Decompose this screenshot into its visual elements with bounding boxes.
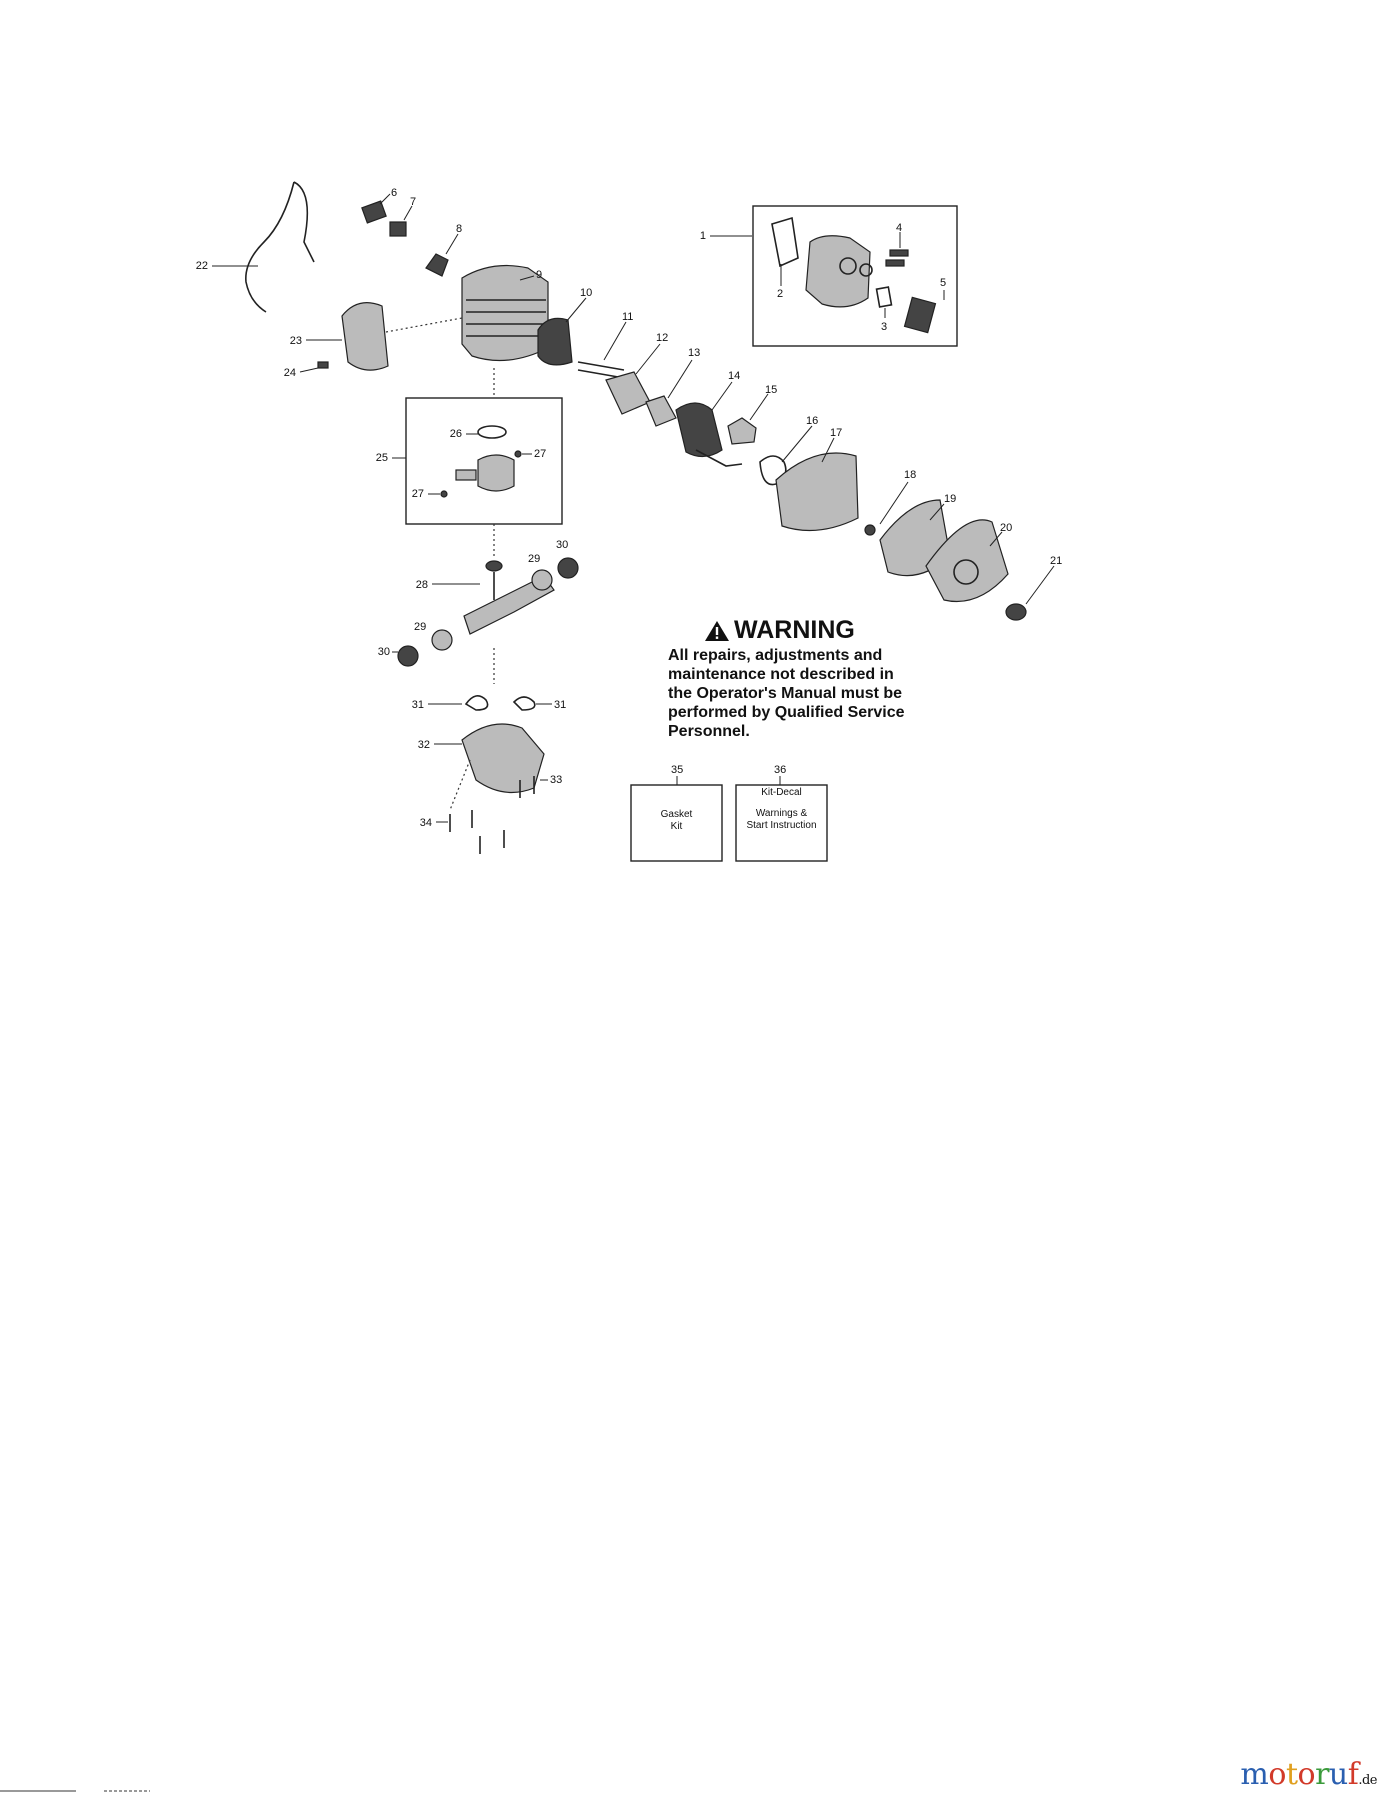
carb-bolts-part xyxy=(577,361,625,379)
callout-29a: 29 xyxy=(528,553,540,565)
callout-11: 11 xyxy=(622,311,633,323)
callout-32: 32 xyxy=(418,739,430,751)
crankshaft-bearing-part xyxy=(531,569,553,591)
callout-34: 34 xyxy=(420,817,432,829)
callout-12: 12 xyxy=(656,332,668,344)
decal-kit-line1: Warnings & xyxy=(755,808,808,819)
decal-kit-box xyxy=(735,784,828,862)
crankshaft-seal-part xyxy=(557,557,579,579)
footer-rule xyxy=(0,1787,160,1796)
crankcase-part xyxy=(461,723,545,794)
callout-28: 28 xyxy=(416,579,428,591)
warning-title-text: WARNING xyxy=(734,616,855,644)
callout-8: 8 xyxy=(456,223,462,235)
cover-knob-part xyxy=(1005,603,1027,621)
logo-name: motoruf xyxy=(1240,1757,1359,1792)
callout-29b: 29 xyxy=(414,621,426,633)
callout-13: 13 xyxy=(688,347,700,359)
callout-6: 6 xyxy=(391,187,397,199)
warning-line: performed by Qualified Service xyxy=(668,704,905,721)
carburetor-part xyxy=(675,402,723,458)
gasket-kit-line1: Gasket xyxy=(660,809,693,820)
callout-18: 18 xyxy=(904,469,916,481)
ignition-module-part xyxy=(341,302,389,371)
gasket-kit-line2: Kit xyxy=(670,821,683,832)
decal-kit-header: Kit-Decal xyxy=(761,787,802,798)
callout-3: 3 xyxy=(881,321,887,333)
muffler-gasket-part xyxy=(875,286,893,308)
logo-tld: .de xyxy=(1358,1773,1377,1788)
callout-21: 21 xyxy=(1050,555,1062,567)
air-filter-nut-part xyxy=(864,524,876,536)
callout-17: 17 xyxy=(830,427,842,439)
callout-36: 36 xyxy=(774,764,786,776)
intake-boot-part xyxy=(537,317,573,366)
air-box-part xyxy=(775,452,859,532)
callout-4: 4 xyxy=(896,222,902,234)
warning-title: WARNING xyxy=(704,616,968,645)
muffler-assembly-box xyxy=(752,205,958,347)
spark-plug-cap-part xyxy=(361,200,387,224)
heat-shield-part xyxy=(771,216,799,268)
callout-27b: 27 xyxy=(412,488,424,500)
primer-bulb-part xyxy=(727,417,757,445)
spark-plug-part xyxy=(425,253,449,277)
crankcase-bolt-part xyxy=(449,810,505,854)
crankcase-screw-part xyxy=(519,776,535,798)
callout-23: 23 xyxy=(290,335,302,347)
warning-line: maintenance not described in xyxy=(668,666,894,683)
callout-22: 22 xyxy=(196,260,208,272)
warning-line: All repairs, adjustments and xyxy=(668,647,883,664)
callout-30a: 30 xyxy=(556,539,568,551)
callout-2: 2 xyxy=(777,288,783,300)
decal-kit-line2: Start Instruction xyxy=(746,820,817,831)
callout-31b: 31 xyxy=(554,699,566,711)
muffler-bolt-part xyxy=(889,249,909,257)
piston-pin-part xyxy=(455,469,477,481)
piston-clip-part xyxy=(514,450,522,458)
warning-triangle-icon xyxy=(705,620,729,641)
decal-kit-label: Kit-Decal Warnings & Start Instruction xyxy=(737,787,826,832)
callout-27a: 27 xyxy=(534,448,546,460)
callout-35: 35 xyxy=(671,764,683,776)
callout-25: 25 xyxy=(376,452,388,464)
carb-gasket-part xyxy=(645,395,677,427)
warning-block: WARNING All repairs, adjustments and mai… xyxy=(668,616,968,741)
callout-10: 10 xyxy=(580,287,592,299)
callout-5: 5 xyxy=(940,277,946,289)
warning-body: All repairs, adjustments and maintenance… xyxy=(668,646,968,741)
ignition-screw-part xyxy=(317,361,329,369)
callout-26: 26 xyxy=(450,428,462,440)
gasket-kit-label: Gasket Kit xyxy=(632,809,721,833)
piston-ring-part xyxy=(477,425,507,439)
callout-15: 15 xyxy=(765,384,777,396)
callout-14: 14 xyxy=(728,370,740,382)
callout-30b: 30 xyxy=(378,646,390,658)
carburetor-adaptor-part xyxy=(605,371,651,415)
callout-31a: 31 xyxy=(412,699,424,711)
piston-part xyxy=(477,454,515,492)
piston-assembly-box xyxy=(405,397,563,525)
muffler-body-part xyxy=(805,235,871,308)
callout-9: 9 xyxy=(536,269,542,281)
callout-1: 1 xyxy=(700,230,706,242)
spark-plug-boot-part xyxy=(389,221,407,237)
ignition-wire-part xyxy=(245,181,295,313)
callout-24: 24 xyxy=(284,367,296,379)
callout-16: 16 xyxy=(806,415,818,427)
crankshaft-part xyxy=(463,575,555,635)
warning-line: the Operator's Manual must be xyxy=(668,685,903,702)
warning-line: Personnel. xyxy=(668,723,750,740)
motoruf-logo: motoruf.de xyxy=(1240,1757,1377,1792)
crankcase-gasket-part xyxy=(464,695,489,711)
callout-33: 33 xyxy=(550,774,562,786)
callout-7: 7 xyxy=(410,196,416,208)
callout-20: 20 xyxy=(1000,522,1012,534)
spark-arrestor-part xyxy=(903,296,937,334)
callout-19: 19 xyxy=(944,493,956,505)
